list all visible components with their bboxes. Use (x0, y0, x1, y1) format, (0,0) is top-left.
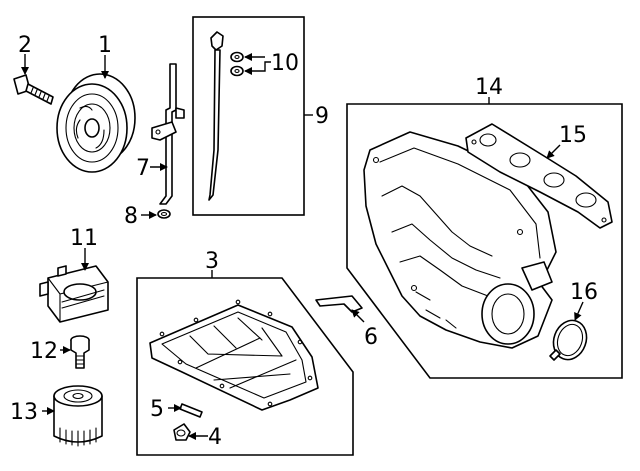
oil-cooler-connector (70, 335, 90, 369)
callout-11: 11 (70, 226, 98, 251)
callout-16: 16 (570, 280, 598, 305)
oil-filter (53, 385, 103, 447)
pulley-bolt (13, 74, 54, 105)
drain-plug-washer (173, 423, 191, 441)
callout-15: 15 (559, 123, 587, 148)
o-ring (157, 209, 171, 219)
crankshaft-pulley (56, 73, 136, 173)
callout-4: 4 (208, 425, 222, 450)
callout-9: 9 (315, 104, 329, 129)
callout-6: 6 (364, 325, 378, 350)
callout-10: 10 (271, 51, 299, 76)
callout-12: 12 (30, 339, 58, 364)
callout-5: 5 (150, 397, 164, 422)
dipstick-seals (230, 51, 244, 77)
intake-manifold-group-box (346, 103, 623, 379)
dipstick-tube (151, 63, 185, 205)
callout-3: 3 (205, 249, 219, 274)
dipstick-group-box (192, 16, 305, 216)
oil-pan-baffle (315, 295, 363, 313)
oil-pan (149, 299, 319, 411)
callout-8: 8 (124, 204, 138, 229)
throttle-body-gasket (549, 319, 588, 361)
callout-13: 13 (10, 400, 38, 425)
callout-7: 7 (136, 156, 150, 181)
callout-2: 2 (18, 33, 32, 58)
oil-dipstick (208, 31, 224, 201)
intake-manifold (363, 131, 557, 349)
oil-pan-group-box (136, 277, 354, 456)
intake-manifold-gasket (465, 123, 613, 229)
oil-cooler (39, 265, 109, 323)
callout-1: 1 (98, 33, 112, 58)
drain-plug (179, 403, 203, 418)
callout-14: 14 (475, 75, 503, 100)
